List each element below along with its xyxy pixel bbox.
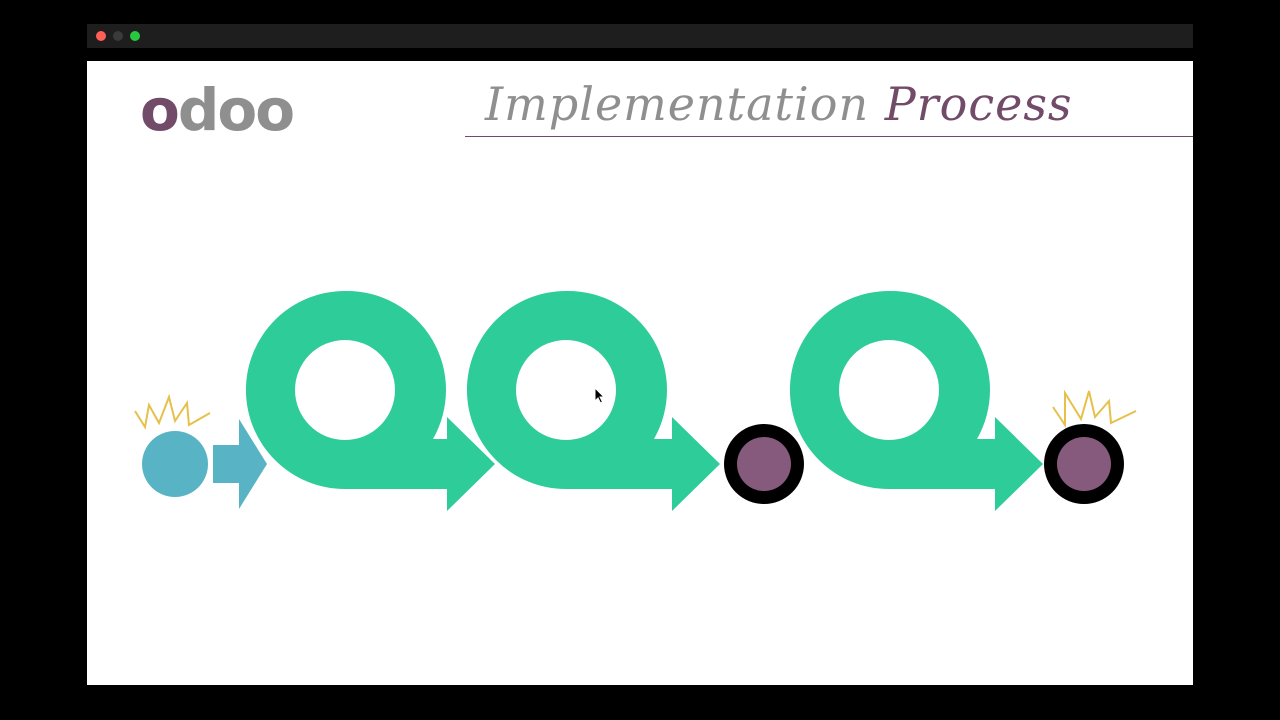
start-arrow-icon: [213, 419, 267, 509]
mouse-cursor-icon: [594, 387, 606, 404]
implementation-process-diagram: [134, 290, 1137, 511]
odoo-logo: odoo: [140, 81, 295, 139]
iteration-loop-3: [789, 290, 1043, 511]
maximize-window-button[interactable]: [130, 31, 140, 41]
end-sparkle-icon: [1052, 389, 1137, 429]
slide-title: Implementation Process: [485, 79, 1073, 130]
logo-first-letter: o: [140, 76, 180, 144]
minimize-window-button[interactable]: [113, 31, 123, 41]
app-window: odoo Implementation Process: [87, 24, 1193, 685]
milestone-marker-2: [1044, 424, 1124, 504]
slide-title-part2: Process: [884, 77, 1073, 131]
slide-canvas: odoo Implementation Process: [87, 61, 1193, 685]
slide-title-part1: Implementation: [485, 77, 885, 131]
window-titlebar: [87, 24, 1193, 48]
close-window-button[interactable]: [96, 31, 106, 41]
start-circle: [142, 431, 208, 497]
iteration-loop-2: [466, 290, 720, 511]
iteration-loop-1: [245, 290, 495, 511]
start-sparkle-icon: [134, 393, 211, 430]
title-underline: [465, 136, 1193, 137]
milestone-marker-1: [724, 424, 804, 504]
logo-rest-letters: doo: [177, 76, 295, 144]
